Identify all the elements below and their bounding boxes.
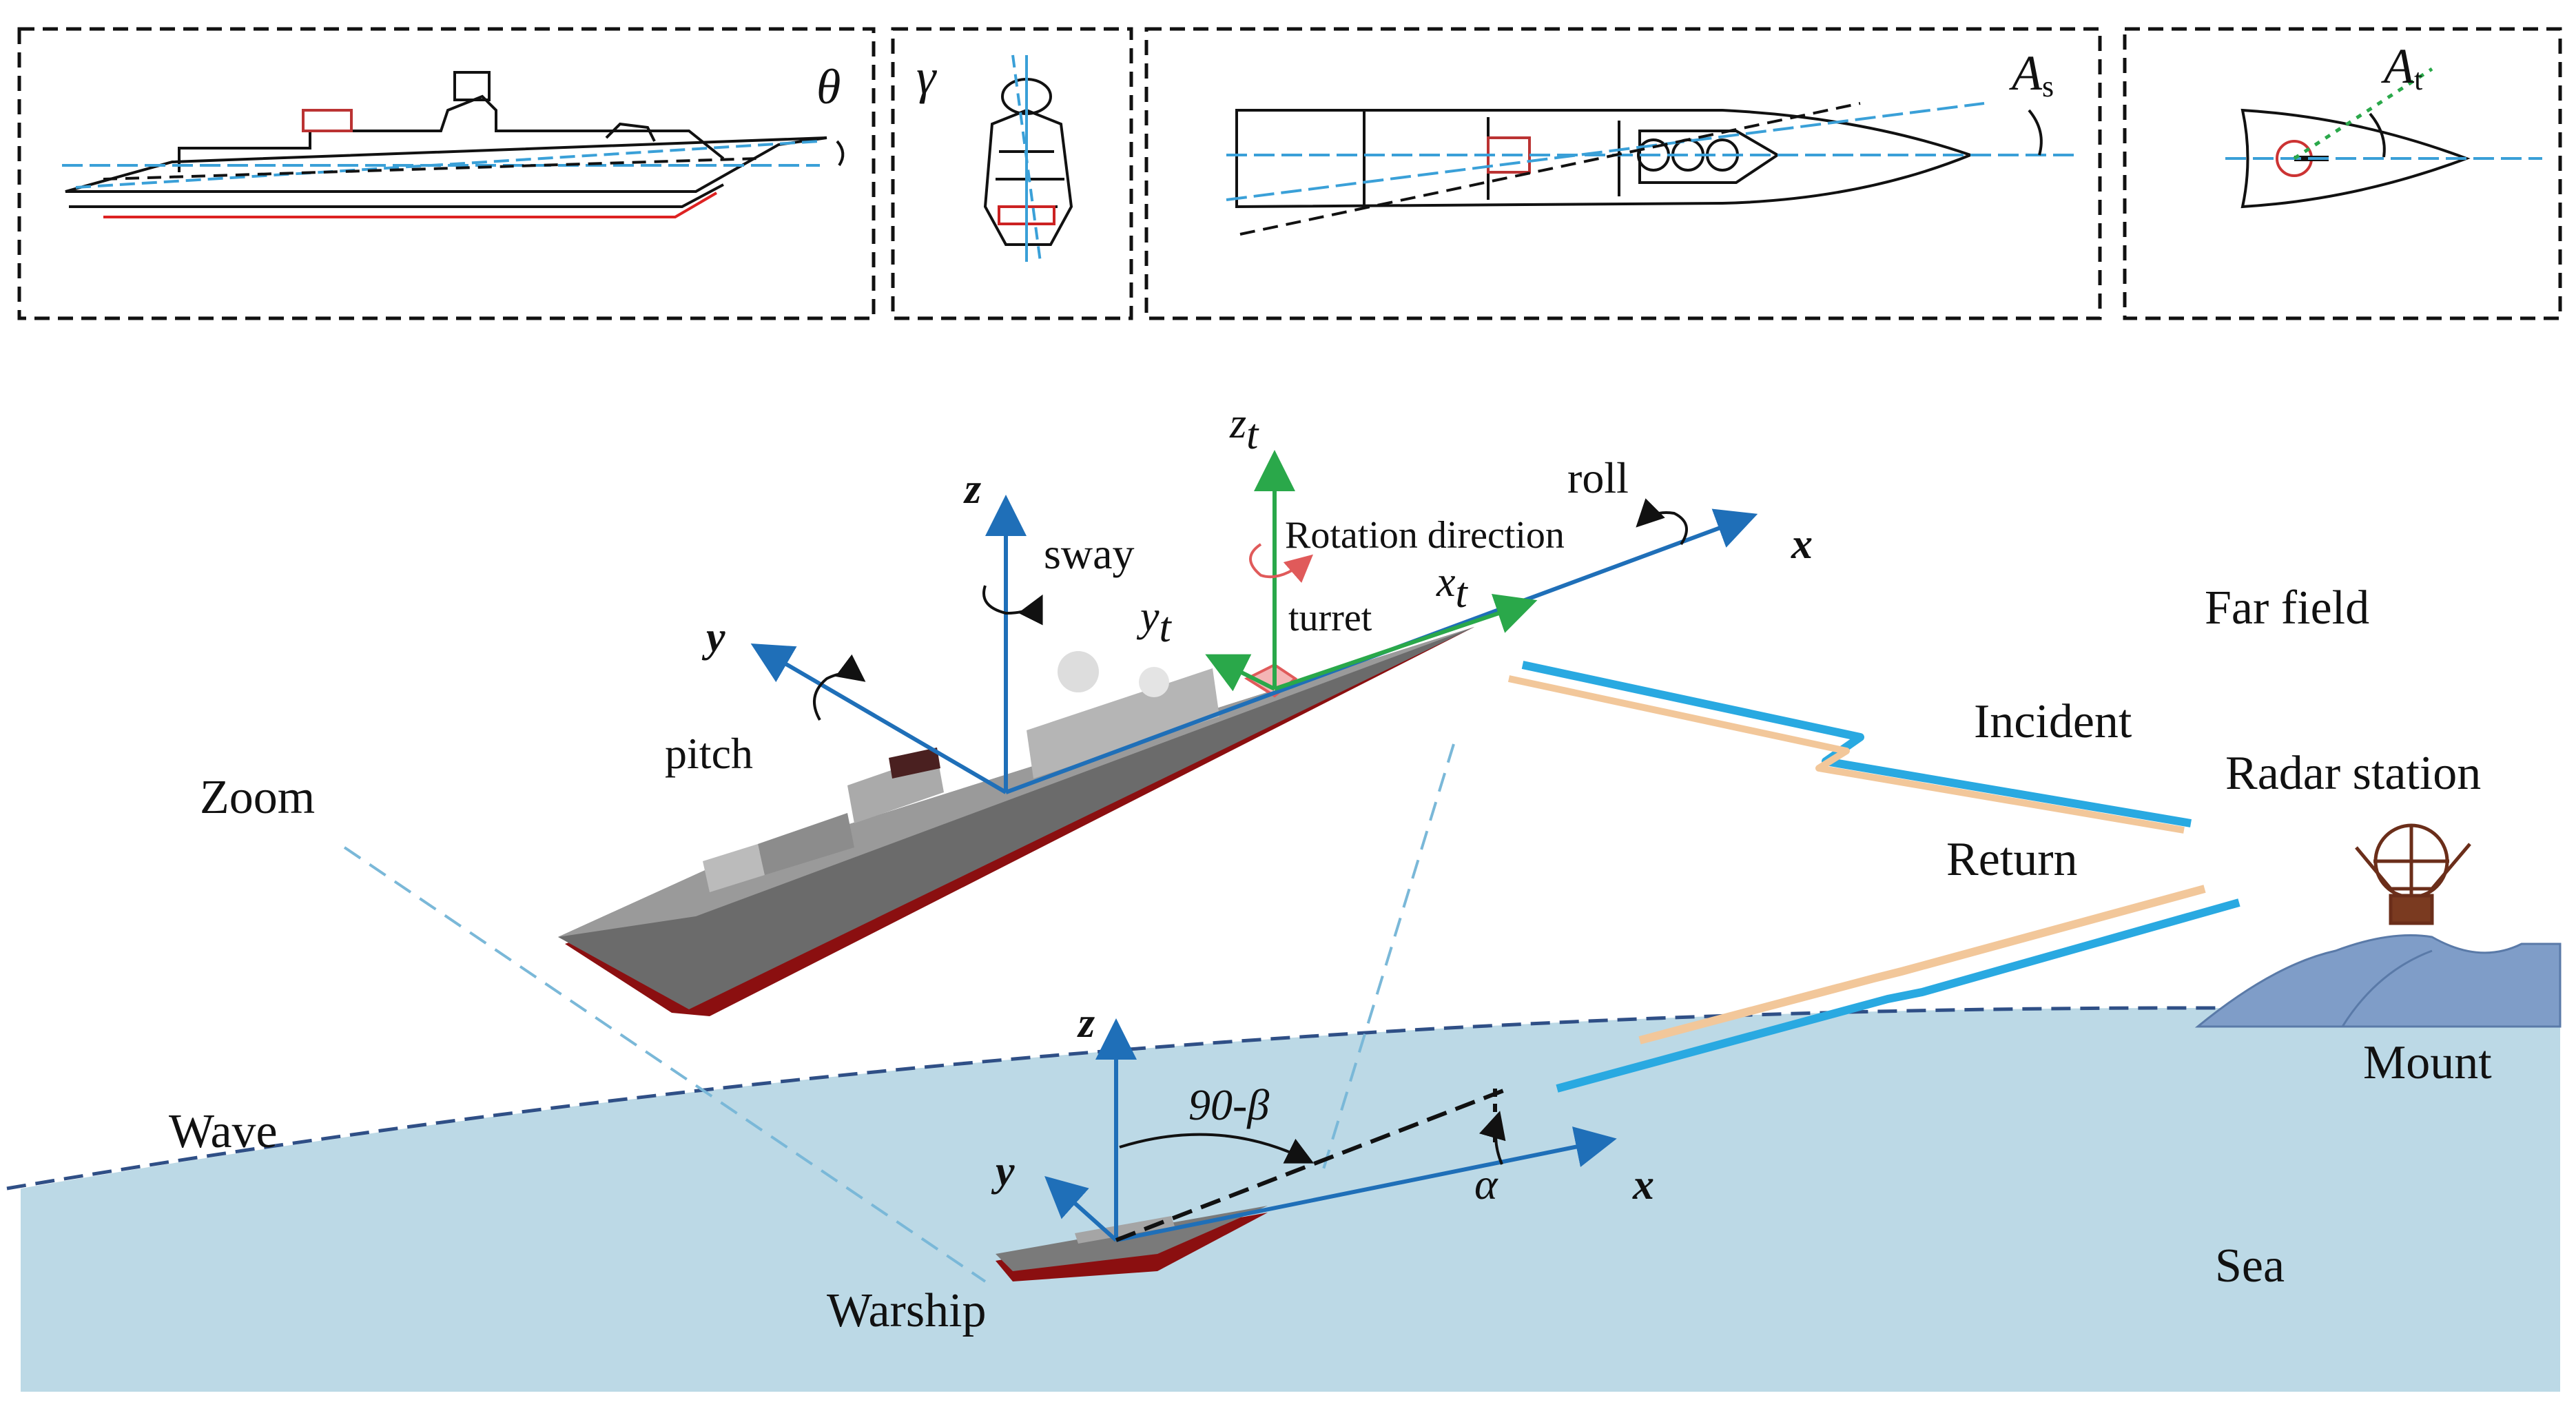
- roll-label: roll: [1567, 453, 1629, 502]
- panel-ship-azimuth: [1144, 27, 2102, 320]
- top-panels: [17, 27, 2562, 320]
- turret-label: turret: [1288, 597, 1372, 639]
- warship-label: Warship: [827, 1284, 987, 1337]
- zoom-label: Zoom: [200, 771, 315, 824]
- pitch-label: pitch: [665, 729, 753, 778]
- far-field-label: Far field: [2205, 581, 2369, 635]
- azimuth-ship-label: As: [2009, 45, 2054, 103]
- turret-top-icon: [2225, 67, 2542, 209]
- angle-alpha-label: α: [1474, 1160, 1498, 1208]
- theta-label: θ: [816, 59, 841, 114]
- mountain-icon: [2194, 934, 2562, 1028]
- azimuth-turret-label: At: [2381, 39, 2422, 96]
- return-label: Return: [1946, 833, 2078, 886]
- radar-station-icon: [2355, 823, 2471, 925]
- angle-beta-label: 90-β: [1188, 1080, 1269, 1129]
- wave-label: Wave: [169, 1105, 278, 1158]
- y-ship-label: y: [701, 614, 725, 661]
- sway-label: sway: [1044, 529, 1135, 578]
- xt-label: xt: [1436, 559, 1469, 617]
- ship-front-icon: [983, 54, 1073, 262]
- incident-beams: [1507, 661, 2240, 1093]
- panel-turret-azimuth: [2123, 27, 2562, 320]
- z-ship-label: z: [963, 466, 981, 513]
- small-ship-axes: [1044, 1018, 1617, 1242]
- warship-3d-icon: [558, 627, 1474, 1016]
- scene-labels: zt xt yt z y x sway pitch roll Rotation …: [169, 400, 2492, 1337]
- ship-axes: [750, 450, 1758, 794]
- gamma-label: γ: [916, 49, 937, 104]
- z-small-label: z: [1077, 1000, 1095, 1047]
- zt-label: zt: [1229, 400, 1259, 458]
- ship-top-icon: [1226, 102, 2081, 236]
- panel-pitch: [17, 27, 876, 320]
- x-small-label: x: [1632, 1162, 1654, 1208]
- wave-line: [6, 1006, 2561, 1191]
- sea-surface: [21, 1007, 2560, 1392]
- radar-station-label: Radar station: [2225, 747, 2481, 800]
- mount-label: Mount: [2363, 1036, 2492, 1089]
- incident-label: Incident: [1974, 695, 2132, 748]
- yt-label: yt: [1136, 593, 1173, 651]
- rotation-arrows: [813, 498, 1688, 721]
- sea-label: Sea: [2215, 1239, 2285, 1292]
- x-ship-label: x: [1791, 521, 1813, 568]
- zoom-guides: [343, 743, 1455, 1283]
- panel-roll: [891, 27, 1133, 320]
- rotation-direction-label: Rotation direction: [1285, 514, 1565, 557]
- ship-profile-icon: [62, 71, 845, 218]
